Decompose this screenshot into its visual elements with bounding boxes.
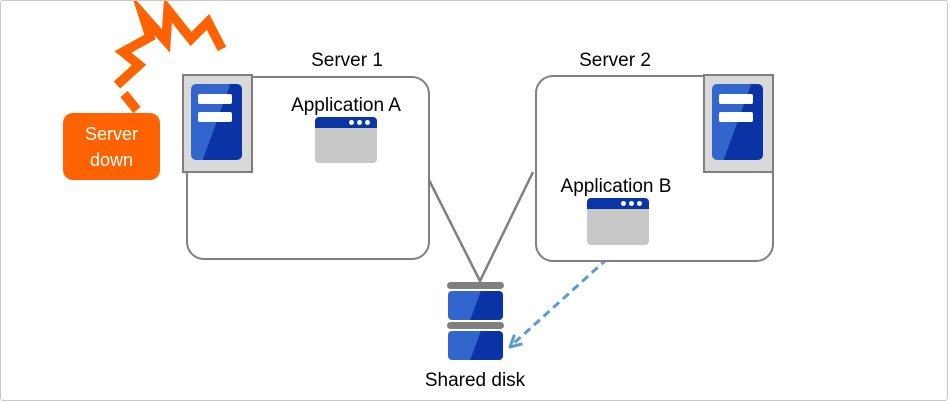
shared-disk-connector-lines xyxy=(423,171,535,284)
server1-tower xyxy=(191,84,242,160)
shared-disk-icon xyxy=(447,282,504,362)
shared-disk-label: Shared disk xyxy=(424,370,526,391)
application-b-titlebar xyxy=(587,198,649,209)
disk-platter xyxy=(447,282,504,289)
window-dot-icon xyxy=(357,120,362,125)
server-down-badge: Server down xyxy=(63,113,160,180)
application-a-label: Application A xyxy=(291,95,401,116)
window-dot-icon xyxy=(637,201,642,206)
window-dot-icon xyxy=(629,201,634,206)
disk-segment xyxy=(448,291,503,320)
application-b-window-icon xyxy=(587,198,649,245)
appb-to-disk-arrowhead xyxy=(508,334,523,349)
server2-slot xyxy=(719,94,753,104)
crash-flash-stub xyxy=(120,91,141,113)
server2-label: Server 2 xyxy=(579,50,651,71)
server1-slot xyxy=(198,94,232,104)
window-dot-icon xyxy=(349,120,354,125)
server2-icon xyxy=(703,74,774,173)
disk-segment xyxy=(448,331,503,360)
application-b-label: Application B xyxy=(560,176,672,197)
server-down-line1: Server xyxy=(84,123,138,144)
server2-slot xyxy=(719,112,753,122)
application-a-window-body xyxy=(315,128,377,163)
server1-label: Server 1 xyxy=(311,50,383,71)
appb-to-disk-arrow xyxy=(511,248,619,346)
application-b-window-body xyxy=(587,209,649,245)
application-a-window-icon xyxy=(315,117,377,163)
server1-icon xyxy=(182,74,253,173)
window-dot-icon xyxy=(621,201,626,206)
disk-platter xyxy=(447,322,504,329)
server1-slot xyxy=(198,112,232,122)
window-dot-icon xyxy=(365,120,370,125)
server2-tower xyxy=(712,84,763,160)
server-down-line2: down xyxy=(89,149,134,170)
application-a-titlebar xyxy=(315,117,377,128)
